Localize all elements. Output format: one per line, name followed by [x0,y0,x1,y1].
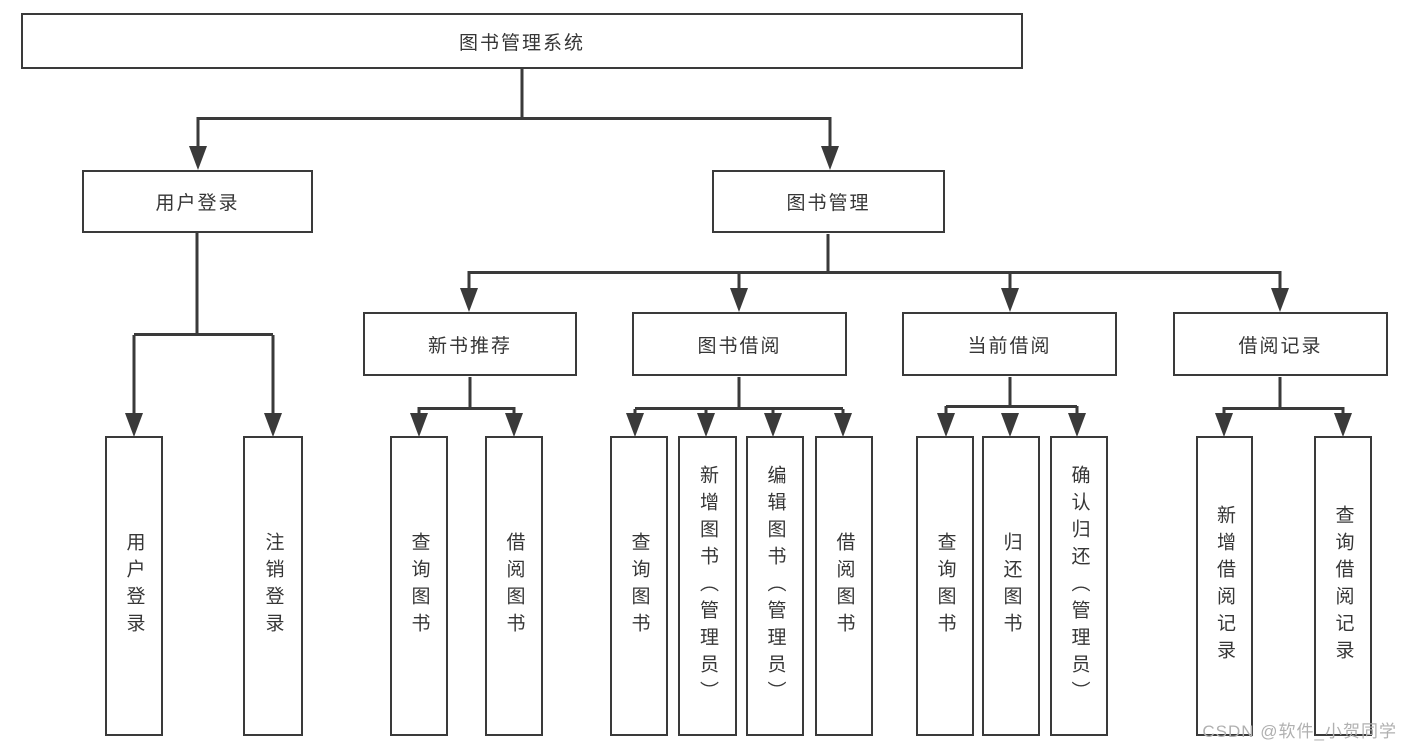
node-borrowing-records: 借阅记录 [1173,312,1388,376]
leaf-add-borrow-record: 新增借阅记录 [1196,436,1253,736]
node-book-borrowing: 图书借阅 [632,312,847,376]
leaf-borrow-books-label: 借阅图书 [833,532,855,640]
leaf-user-login-label: 用户登录 [123,532,145,640]
leaf-user-login: 用户登录 [105,436,163,736]
leaf-logout: 注销登录 [243,436,303,736]
leaf-return-books: 归还图书 [982,436,1040,736]
node-new-book-recommend: 新书推荐 [363,312,577,376]
leaf-add-book-admin: 新增图书（管理员） [678,436,737,736]
leaf-query-books-recommend-label: 查询图书 [408,532,430,640]
watermark: CSDN @软件_小贺同学 [1202,722,1397,741]
leaf-query-books-recommend: 查询图书 [390,436,448,736]
leaf-confirm-return-admin-label: 确认归还（管理员） [1068,464,1090,708]
leaf-query-books-borrow-label: 查询图书 [628,532,650,640]
node-book-management: 图书管理 [712,170,945,233]
leaf-query-books-current: 查询图书 [916,436,974,736]
node-user-login: 用户登录 [82,170,313,233]
leaf-query-borrow-record-label: 查询借阅记录 [1332,505,1354,667]
leaf-add-borrow-record-label: 新增借阅记录 [1214,505,1235,667]
leaf-add-book-admin-label: 新增图书（管理员） [697,464,718,708]
leaf-confirm-return-admin: 确认归还（管理员） [1050,436,1108,736]
leaf-edit-book-admin: 编辑图书（管理员） [746,436,804,736]
leaf-query-borrow-record: 查询借阅记录 [1314,436,1372,736]
leaf-borrow-books: 借阅图书 [815,436,873,736]
leaf-return-books-label: 归还图书 [1000,532,1022,640]
node-library-system: 图书管理系统 [21,13,1023,69]
leaf-edit-book-admin-label: 编辑图书（管理员） [764,464,786,708]
leaf-query-books-current-label: 查询图书 [934,532,956,640]
node-current-borrowing: 当前借阅 [902,312,1117,376]
leaf-borrow-books-recommend: 借阅图书 [485,436,543,736]
leaf-borrow-books-recommend-label: 借阅图书 [503,532,525,640]
leaf-logout-label: 注销登录 [262,532,284,640]
leaf-query-books-borrow: 查询图书 [610,436,668,736]
